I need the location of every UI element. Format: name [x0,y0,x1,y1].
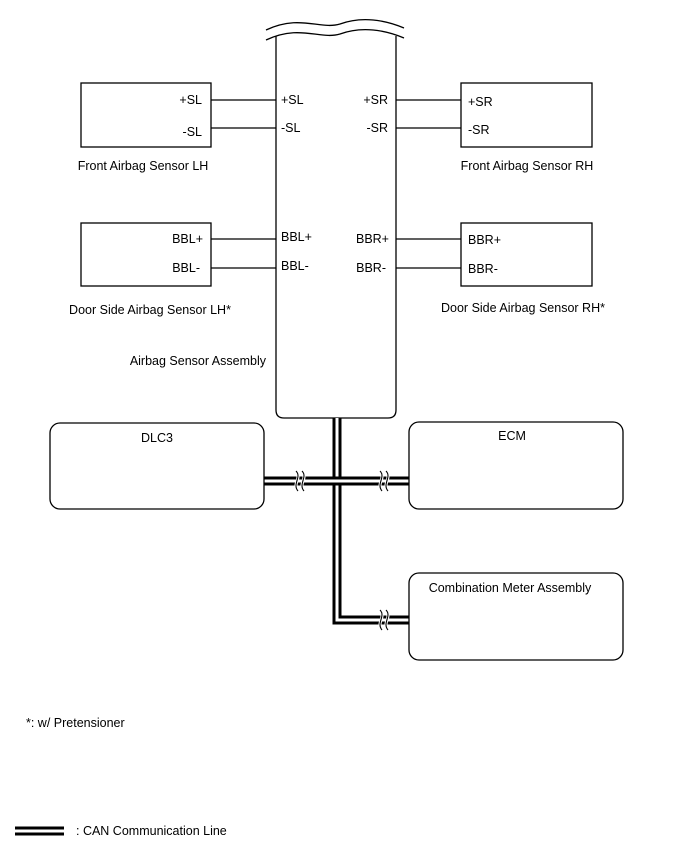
door-rh-label: Door Side Airbag Sensor RH* [441,301,605,315]
airbag-sensor-assembly: Airbag Sensor Assembly +SL -SL +SR -SR B… [130,19,405,419]
front-rh-pin-1: +SR [468,95,493,109]
front-lh-pin-1: +SL [179,93,202,107]
door-lh-label: Door Side Airbag Sensor LH* [69,303,231,317]
door-lh-pin-1: BBL+ [172,232,203,246]
door-rh-pin-1: BBR+ [468,233,501,247]
pin-sl-plus: +SL [281,93,304,107]
assembly-label: Airbag Sensor Assembly [130,354,267,368]
front-lh-pin-2: -SL [183,125,203,139]
pin-bbl-minus: BBL- [281,259,309,273]
footnote: *: w/ Pretensioner [26,716,125,730]
pin-sr-plus: +SR [363,93,388,107]
ecm-box: ECM [408,421,624,510]
ecm-label: ECM [498,429,526,443]
front-rh-pin-2: -SR [468,123,490,137]
front-lh-label: Front Airbag Sensor LH [78,159,209,173]
combination-meter-box: Combination Meter Assembly [408,572,624,661]
front-airbag-sensor-rh: +SR -SR Front Airbag Sensor RH [396,82,594,173]
pin-bbr-minus: BBR- [356,261,386,275]
pin-sr-minus: -SR [366,121,388,135]
pin-bbr-plus: BBR+ [356,232,389,246]
pin-sl-minus: -SL [281,121,301,135]
door-rh-pin-2: BBR- [468,262,498,276]
door-side-airbag-sensor-lh: BBL+ BBL- Door Side Airbag Sensor LH* [69,222,276,317]
break-mark-top [265,19,405,31]
door-side-airbag-sensor-rh: BBR+ BBR- Door Side Airbag Sensor RH* [396,222,605,315]
door-lh-pin-2: BBL- [172,261,200,275]
meter-label: Combination Meter Assembly [429,581,592,595]
break-mark-bottom [265,29,405,41]
legend: : CAN Communication Line [15,824,227,838]
pin-bbl-plus: BBL+ [281,230,312,244]
dlc3-box: DLC3 [49,422,265,510]
dlc3-label: DLC3 [141,431,173,445]
legend-can-label: : CAN Communication Line [76,824,227,838]
can-bus [264,418,409,631]
front-airbag-sensor-lh: +SL -SL Front Airbag Sensor LH [78,82,276,173]
front-rh-label: Front Airbag Sensor RH [461,159,594,173]
can-trunk [332,418,409,625]
